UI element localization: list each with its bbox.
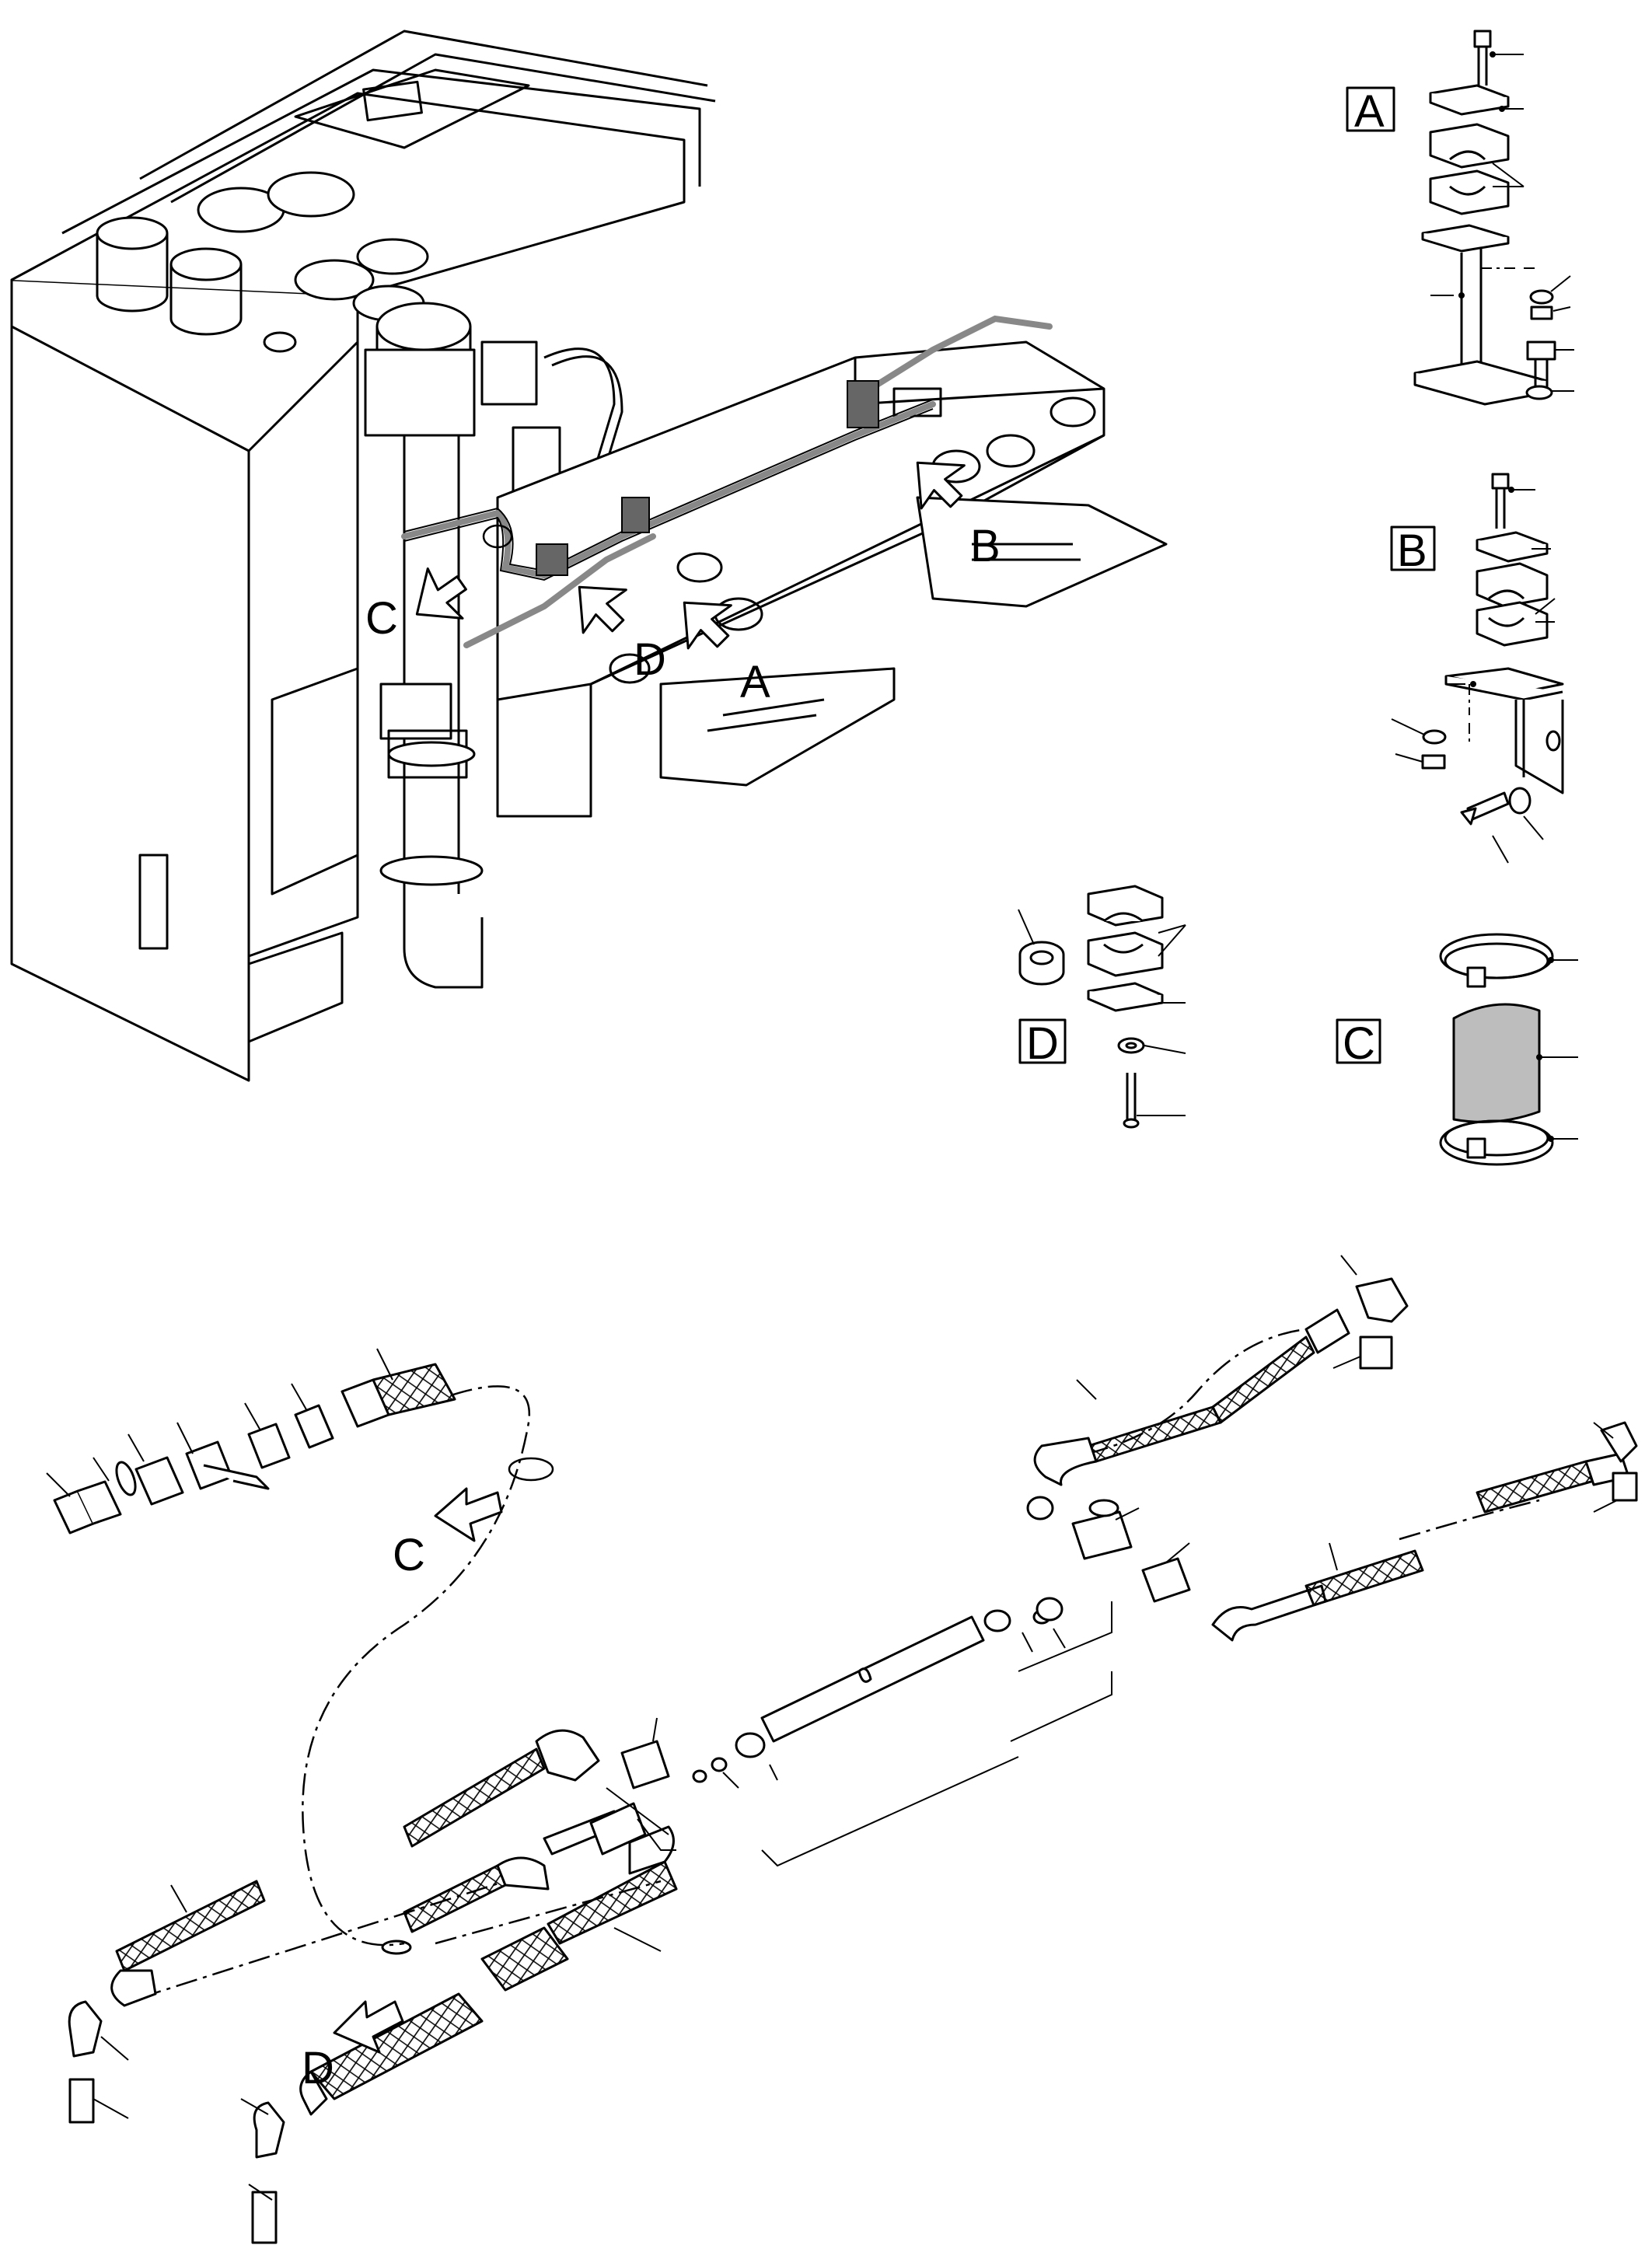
callout-arrows	[415, 461, 966, 650]
arrow-c-bottom	[434, 1487, 503, 1542]
detail-d	[1018, 885, 1164, 1129]
left-fitting-chain	[53, 1363, 456, 1535]
callout-label-d-bottom: D	[302, 2043, 334, 2093]
upper-right-hoses	[1026, 1277, 1638, 1642]
detail-c-leaders	[1536, 957, 1578, 1142]
detail-a	[1346, 30, 1556, 406]
detail-a-leaders	[1430, 51, 1574, 392]
detail-label-a: A	[1354, 86, 1385, 137]
lower-left-leaders	[93, 1717, 739, 2201]
arrow-c-top	[415, 567, 467, 620]
arrow-b-top	[916, 461, 966, 510]
detail-box-d	[1018, 1018, 1067, 1064]
left-chain-leaders	[46, 1348, 393, 1497]
detail-d-leaders	[1018, 909, 1186, 1116]
lower-left-hoses	[68, 1729, 678, 2244]
central-tube-leaders	[761, 1628, 1112, 1867]
detail-label-b: B	[1397, 525, 1427, 576]
detail-box-c	[1336, 1018, 1381, 1064]
detail-label-c: C	[1343, 1018, 1375, 1069]
detail-box-a	[1346, 86, 1395, 132]
machine-frame	[10, 30, 1168, 1082]
callout-label-c-top: C	[365, 593, 398, 644]
arrow-d-top-1	[578, 585, 627, 634]
callout-label-a-top: A	[740, 657, 770, 707]
detail-b-leaders	[1391, 487, 1556, 864]
upper-right-leaders	[1018, 1255, 1618, 1672]
detail-box-b	[1390, 525, 1436, 571]
arrow-d-top-2	[683, 601, 732, 650]
callout-label-c-bottom: C	[393, 1530, 425, 1580]
detail-c	[1336, 933, 1554, 1166]
callout-label-d-top: D	[634, 634, 666, 685]
central-tube	[692, 1597, 1063, 1783]
detail-label-d: D	[1026, 1018, 1059, 1069]
callout-label-b-top: B	[970, 521, 1001, 571]
routing-centerlines	[139, 1328, 1540, 1999]
arrow-d-bottom	[333, 2000, 404, 2054]
